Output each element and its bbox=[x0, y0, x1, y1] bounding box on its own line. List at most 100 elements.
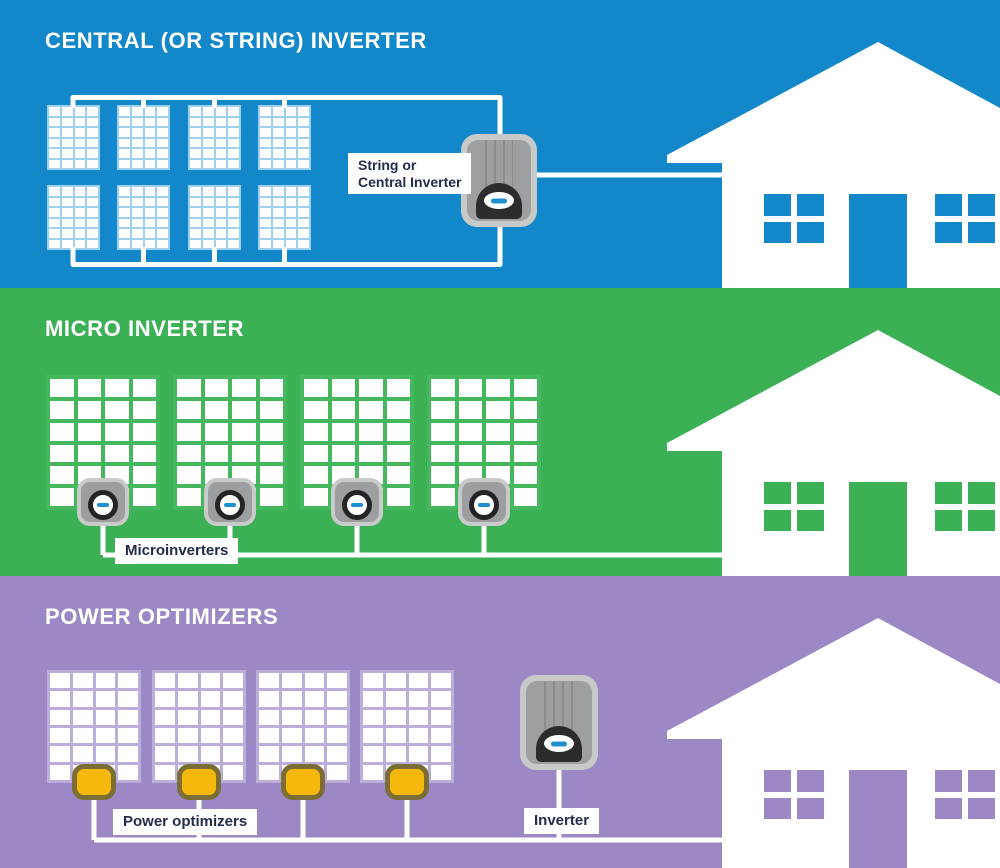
panel-cell bbox=[281, 673, 302, 689]
panel-cell bbox=[215, 208, 227, 217]
panel-cell bbox=[281, 746, 302, 762]
panel-cell bbox=[431, 379, 455, 397]
panel-cell bbox=[272, 229, 284, 238]
panel-cell bbox=[118, 746, 138, 762]
panel-cell bbox=[119, 208, 130, 217]
panel-cell bbox=[513, 488, 537, 506]
panel-cell bbox=[200, 673, 221, 689]
panel-cell bbox=[385, 691, 406, 707]
panel-cell bbox=[363, 691, 383, 707]
house-door bbox=[849, 482, 907, 576]
panel-cell bbox=[215, 229, 227, 238]
panel-cell bbox=[298, 159, 309, 168]
panel-cell bbox=[118, 709, 138, 725]
panel-cell bbox=[359, 379, 383, 397]
label-line-1: String or bbox=[358, 157, 417, 173]
panel-cell bbox=[61, 128, 73, 137]
panel-cell bbox=[177, 379, 201, 397]
panel-cell bbox=[131, 128, 143, 137]
panel-cell bbox=[155, 746, 175, 762]
panel-cell bbox=[486, 400, 510, 419]
panel-cell bbox=[272, 159, 284, 168]
panel-cell bbox=[327, 727, 347, 744]
panel-cell bbox=[155, 764, 175, 780]
panel-cell bbox=[285, 218, 297, 227]
panel-cell bbox=[144, 138, 156, 147]
panel-cell bbox=[223, 746, 243, 762]
panel-cell bbox=[95, 746, 116, 762]
panel-cell bbox=[190, 138, 201, 147]
panel-cell bbox=[144, 107, 156, 116]
panel-cell bbox=[385, 709, 406, 725]
panel-cell bbox=[228, 149, 239, 158]
inverter-body bbox=[467, 140, 531, 221]
panel-cell bbox=[61, 197, 73, 206]
panel-cell bbox=[72, 709, 93, 725]
panel-cell bbox=[50, 379, 74, 397]
panel-cell bbox=[61, 159, 73, 168]
panel-cell bbox=[119, 159, 130, 168]
panel-cell bbox=[272, 239, 284, 248]
panel-cell bbox=[228, 117, 239, 126]
panel-cell bbox=[215, 159, 227, 168]
panel-cell bbox=[228, 128, 239, 137]
panel-cell bbox=[363, 673, 383, 689]
panel-cell bbox=[431, 727, 451, 744]
panel-cell bbox=[272, 197, 284, 206]
inverter-display bbox=[536, 726, 582, 762]
panel-cell bbox=[259, 673, 279, 689]
inverter-indicator-dash bbox=[551, 741, 567, 746]
solar-panel bbox=[258, 105, 311, 170]
panel-cell bbox=[285, 187, 297, 196]
panel-cell bbox=[131, 138, 143, 147]
panel-cell bbox=[77, 400, 101, 419]
panel-cell bbox=[202, 208, 214, 217]
panel-cell bbox=[228, 197, 239, 206]
panel-cell bbox=[87, 138, 98, 147]
panel-cell bbox=[298, 229, 309, 238]
inverter-indicator bbox=[544, 735, 574, 752]
panel-cell bbox=[190, 159, 201, 168]
panel-cell bbox=[202, 229, 214, 238]
panel-cell bbox=[190, 128, 201, 137]
panel-cell bbox=[49, 229, 60, 238]
panel-cell bbox=[228, 218, 239, 227]
panel-cell bbox=[190, 107, 201, 116]
solar-panel bbox=[258, 185, 311, 250]
panel-cell bbox=[95, 727, 116, 744]
panel-cell bbox=[232, 400, 256, 419]
panel-cell bbox=[304, 466, 328, 485]
panel-cell bbox=[327, 709, 347, 725]
panel-cell bbox=[304, 691, 325, 707]
panel-cell bbox=[298, 149, 309, 158]
panel-cell bbox=[386, 444, 410, 463]
panel-cell bbox=[304, 709, 325, 725]
panel-cell bbox=[157, 187, 168, 196]
power-optimizer-device bbox=[72, 764, 116, 800]
panel-cell bbox=[200, 691, 221, 707]
panel-cell bbox=[327, 673, 347, 689]
panel-cell bbox=[50, 400, 74, 419]
panel-cell bbox=[157, 107, 168, 116]
panel-cell bbox=[177, 673, 198, 689]
panel-cell bbox=[144, 197, 156, 206]
panel-cell bbox=[74, 197, 86, 206]
panel-cell bbox=[272, 128, 284, 137]
panel-cell bbox=[513, 400, 537, 419]
panel-cell bbox=[298, 239, 309, 248]
panel-cell bbox=[386, 488, 410, 506]
panel-cell bbox=[119, 197, 130, 206]
panel-cell bbox=[513, 379, 537, 397]
house-window-right bbox=[935, 482, 995, 531]
panel-cell bbox=[431, 444, 455, 463]
panel-cell bbox=[190, 239, 201, 248]
panel-cell bbox=[223, 727, 243, 744]
panel-cell bbox=[119, 239, 130, 248]
panel-cell bbox=[49, 197, 60, 206]
central-inverter-device bbox=[461, 134, 537, 227]
panel-cell bbox=[74, 128, 86, 137]
panel-cell bbox=[50, 673, 70, 689]
panel-cell bbox=[431, 709, 451, 725]
panel-cell bbox=[72, 673, 93, 689]
section-title-central: CENTRAL (OR STRING) INVERTER bbox=[45, 28, 427, 53]
